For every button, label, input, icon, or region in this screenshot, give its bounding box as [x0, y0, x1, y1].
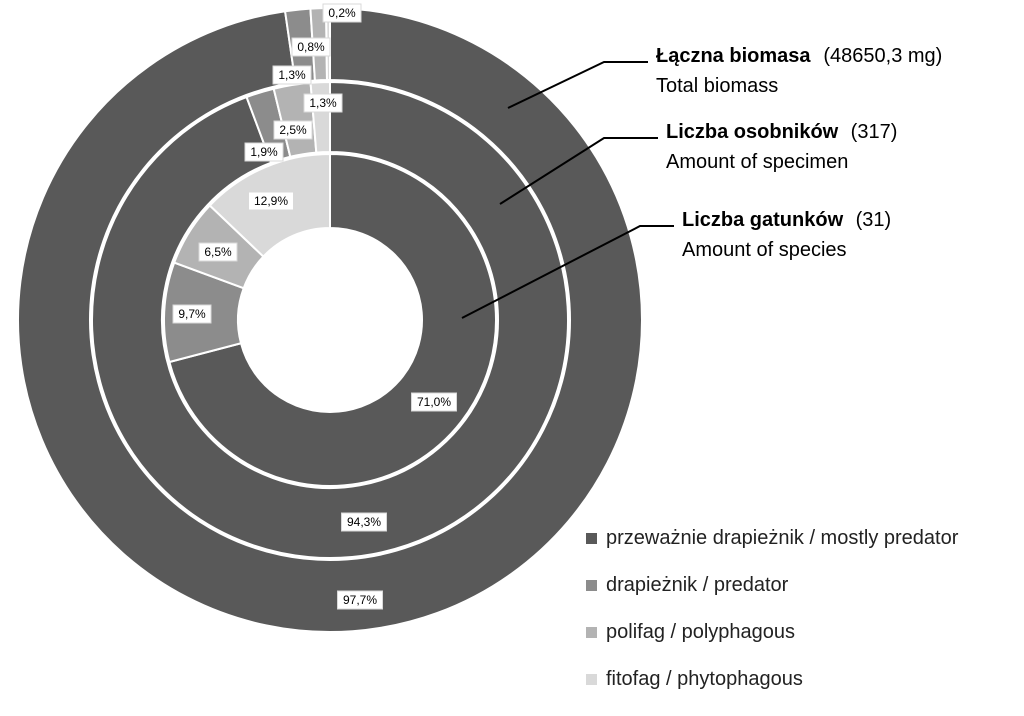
legend-label: polifag / polyphagous [606, 621, 796, 643]
legend-item-polyphagous: polifag / polyphagous [585, 621, 958, 643]
legend-swatch [585, 626, 598, 639]
slice-label-box [291, 37, 331, 57]
slice-label-box [337, 590, 383, 610]
slice-label-box [244, 142, 284, 162]
slice-label-text: 94,3% [347, 515, 381, 529]
ring-title: Łączna biomasa [656, 45, 811, 67]
slice-label-box [272, 65, 312, 85]
slice-label-box [411, 392, 457, 412]
slice-label-box [248, 191, 294, 211]
legend-label: fitofag / phytophagous [606, 668, 803, 690]
slice-label-box [303, 93, 343, 113]
ring-subtitle: Amount of specimen [666, 151, 848, 173]
legend-item-phytophagous: fitofag / phytophagous [585, 668, 958, 690]
ring-title: Liczba osobników [666, 121, 839, 143]
slice-label: 2,5% [273, 120, 313, 140]
slice-label-text: 1,3% [309, 96, 337, 110]
slice-label-box [198, 242, 238, 262]
ring-count: (48650,3 mg) [823, 45, 942, 67]
ring-subtitle: Amount of species [682, 239, 847, 261]
slice-label: 0,2% [322, 3, 362, 23]
slice-label: 0,8% [291, 37, 331, 57]
slice-label-box [273, 120, 313, 140]
ring-count: (317) [851, 121, 898, 143]
slice-label: 97,7% [337, 590, 383, 610]
legend-item-predator: drapieżnik / predator [585, 574, 958, 596]
donut-slice [91, 80, 569, 559]
slice-label-text: 6,5% [204, 245, 232, 259]
slice-label: 1,9% [244, 142, 284, 162]
slice-label-text: 0,8% [297, 40, 325, 54]
donut-chart: 71,0%9,7%6,5%12,9%94,3%1,9%2,5%1,3%97,7%… [17, 3, 942, 633]
slice-label-text: 1,3% [278, 68, 306, 82]
legend-label: drapieżnik / predator [606, 574, 789, 596]
leader-line [507, 61, 648, 109]
slice-label-text: 71,0% [417, 395, 451, 409]
legend-item-mostly-predator: przeważnie drapieżnik / mostly predator [585, 527, 959, 549]
slice-label-text: 12,9% [254, 194, 288, 208]
slice-label-text: 1,9% [250, 145, 278, 159]
slice-label: 94,3% [341, 512, 387, 532]
legend-swatch [585, 673, 598, 686]
slice-label-box [341, 512, 387, 532]
legend-swatch [585, 579, 598, 592]
slice-label-box [172, 304, 212, 324]
legend-swatch [585, 532, 598, 545]
ring-count: (31) [856, 209, 892, 231]
legend: przeważnie drapieżnik / mostly predator … [585, 527, 959, 716]
leader-line [461, 225, 674, 319]
donut-slice [17, 6, 643, 633]
ring-title: Liczba gatunków [682, 209, 844, 231]
slice-label-text: 2,5% [279, 123, 307, 137]
slice-label: 9,7% [172, 304, 212, 324]
slice-label: 1,3% [272, 65, 312, 85]
slice-label: 71,0% [411, 392, 457, 412]
slice-label-text: 9,7% [178, 307, 206, 321]
slice-label-text: 0,2% [328, 6, 356, 20]
slice-label-box [322, 3, 362, 23]
leader-line [499, 137, 658, 205]
slice-label: 12,9% [248, 191, 294, 211]
slice-label: 1,3% [303, 93, 343, 113]
ring-subtitle: Total biomass [656, 75, 778, 97]
legend-label: przeważnie drapieżnik / mostly predator [606, 527, 959, 549]
slice-label: 6,5% [198, 242, 238, 262]
slice-label-text: 97,7% [343, 593, 377, 607]
